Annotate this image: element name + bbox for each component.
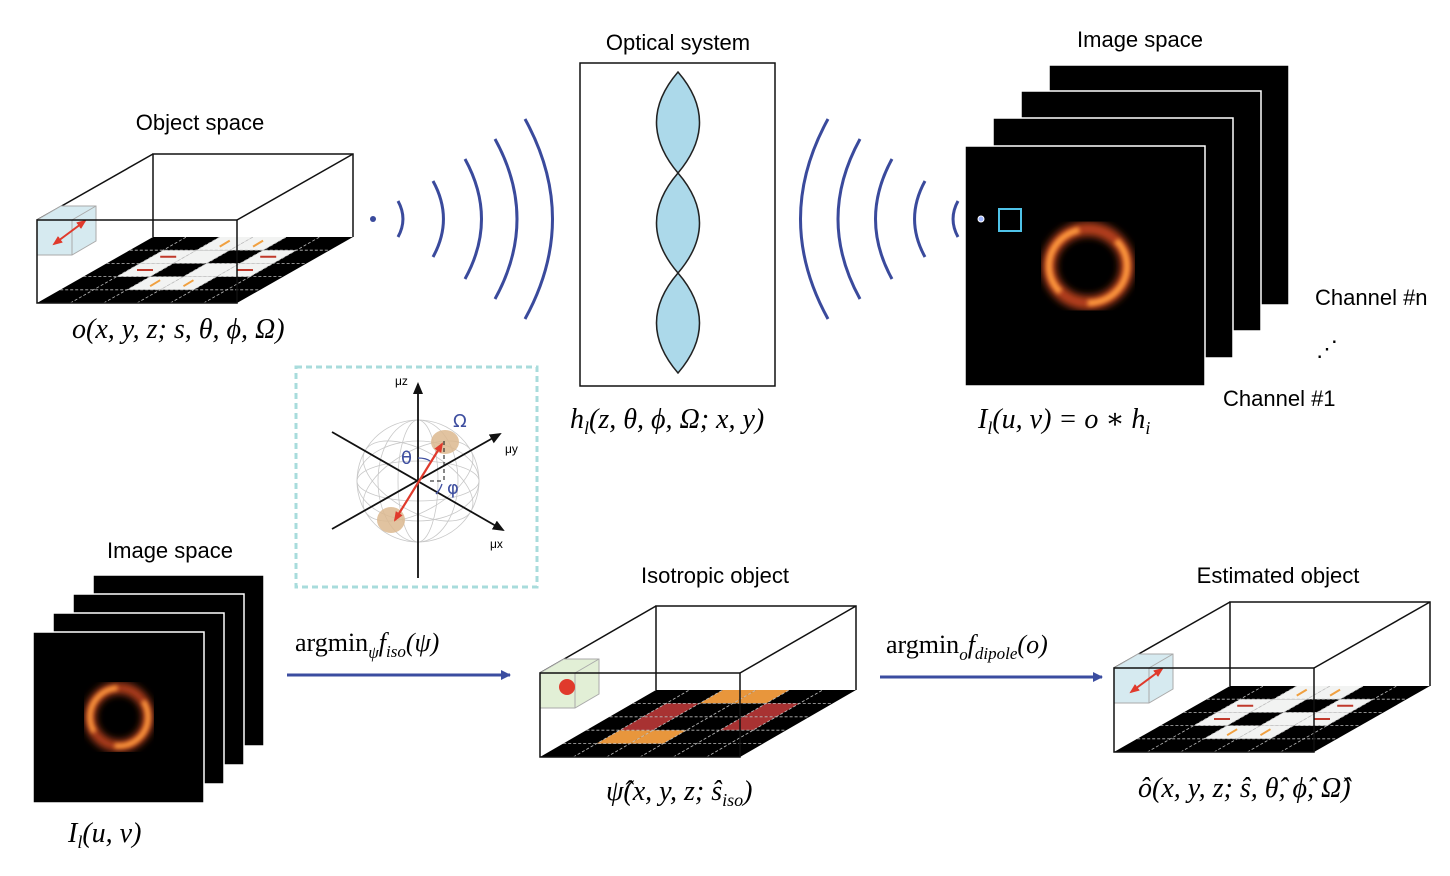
estimated-equation: ô(x, y, z; ŝ, θ̂, ϕ̂, Ω̂): [1138, 773, 1352, 804]
psf-equation: hl(z, θ, ϕ, Ω; x, y): [570, 404, 764, 438]
image-channel-1: [964, 145, 1206, 387]
isotropic-emitter-icon: [559, 679, 575, 695]
object-space-title: Object space: [136, 110, 264, 135]
grid-cell: [183, 263, 240, 277]
source-dot: [370, 216, 376, 222]
mu-y-label: μy: [505, 442, 518, 456]
optical-system-title: Optical system: [606, 30, 750, 55]
theta-label: θ: [401, 448, 412, 469]
image-bottom-equation: Il(u, v): [67, 818, 141, 852]
dipole-arrow-icon: [52, 219, 87, 246]
channel-1-label: Channel #1: [1223, 386, 1336, 411]
grid-cell: [742, 703, 800, 717]
argmin-dipole-equation: argminofdipole(o): [886, 630, 1048, 664]
isotropic-equation: ψ̂(x, y, z; ŝiso): [606, 776, 753, 810]
image-space-top-title: Image space: [1077, 27, 1203, 52]
wavefront-arc: [493, 138, 519, 300]
dipole-orientation-inset: μz μy μx Ω θ φ: [294, 365, 539, 589]
lens-stack-icon: [655, 70, 701, 375]
optical-system: [579, 62, 776, 387]
estimated-object-title: Estimated object: [1197, 563, 1360, 588]
estimated-object-box: [1113, 601, 1431, 753]
grid-cell: [629, 730, 687, 744]
grid-cell: [642, 703, 700, 717]
grid-cell: [596, 730, 654, 744]
roi-square-icon: [998, 208, 1022, 232]
wavefront-arc: [874, 158, 894, 280]
mu-z-label: μz: [395, 374, 408, 388]
dipole-arrow-icon: [1129, 667, 1164, 694]
estimated-voxel-cube: [1113, 653, 1174, 704]
grid-cell: [1260, 712, 1317, 726]
grid-cell: [732, 690, 790, 704]
wavefront-arc: [523, 118, 554, 320]
object-voxel-cube: [36, 205, 97, 256]
wavefront-arc: [396, 200, 405, 238]
wavefront-arc: [836, 138, 862, 300]
grid-cell: [619, 716, 677, 731]
channel-n-label: Channel #n: [1315, 285, 1428, 310]
channel-dots: ⋰: [1316, 336, 1338, 361]
wavefront-arc: [463, 158, 483, 280]
image-stack-bottom: [32, 574, 265, 804]
wavefronts: [370, 118, 960, 320]
volume-boxes: [36, 153, 1431, 758]
image-formation-equation: Il(u, v) = o ∗ hi: [977, 404, 1150, 438]
omega-label: Ω: [453, 411, 467, 432]
grid-cell: [699, 690, 756, 704]
image-space-bottom-title: Image space: [107, 538, 233, 563]
wavefront-arc: [951, 200, 960, 238]
argmin-iso-equation: argminψfiso(ψ): [295, 628, 439, 662]
image-stack-top: [964, 64, 1290, 387]
grid-cell: [1250, 699, 1307, 713]
grid-cell: [173, 250, 230, 264]
object-space-box: [36, 153, 354, 304]
wavefront-arc: [913, 180, 927, 258]
wavefront-arc: [799, 118, 830, 320]
isotropic-object-box: [539, 605, 857, 758]
isotropic-object-title: Isotropic object: [641, 563, 789, 588]
grid-cell: [719, 716, 777, 731]
object-equation: o(x, y, z; s, θ, ϕ, Ω): [72, 314, 285, 345]
phi-label: φ: [447, 478, 459, 499]
point-marker-icon: [977, 215, 985, 223]
wavefront-arc: [431, 180, 445, 258]
isotropic-voxel-cube: [539, 658, 600, 709]
mu-x-label: μx: [490, 537, 503, 551]
